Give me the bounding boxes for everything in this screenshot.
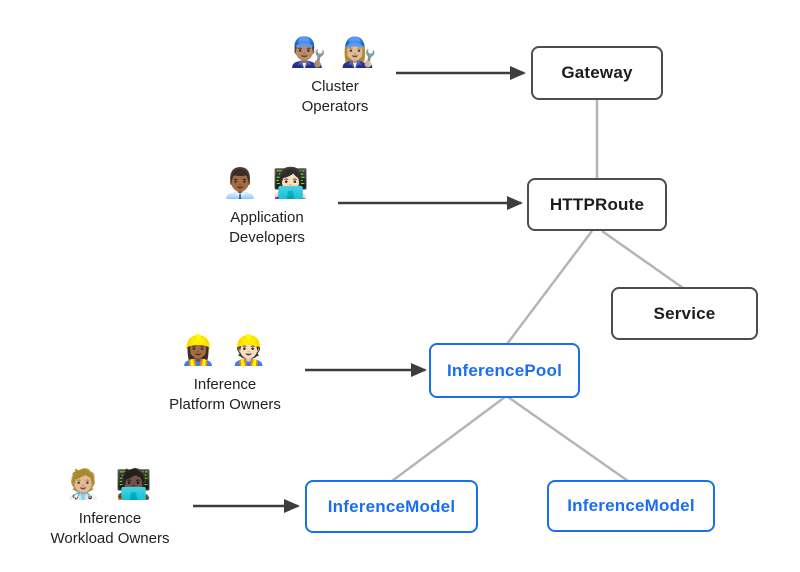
node-inferencepool-label: InferencePool [446, 360, 563, 380]
node-httproute-label: HTTPRoute [549, 194, 645, 214]
actor-application-developers: 👨🏾‍💼 👩🏻‍💻 Application Developers [187, 165, 347, 248]
node-inferencemodel-left: InferenceModel [305, 480, 478, 533]
node-inferencemodel-left-label: InferenceModel [327, 496, 456, 516]
edge-httproute-service [601, 229, 684, 290]
actor-inference-platform-owners: 👷🏾‍♀️ 👷🏻 Inference Platform Owners [145, 332, 305, 415]
actor-cluster-operators: 👨🏽‍🔧 👩🏼‍🔧 Cluster Operators [255, 34, 415, 117]
cluster-operators-label: Cluster Operators [301, 78, 369, 115]
edge-inferencepool-inferencemodel-left [391, 395, 506, 483]
edge-inferencepool-inferencemodel-right [507, 395, 629, 483]
inference-workload-owners-emoji: 🧑🏼‍⚕️ 🧑🏿‍💻 [65, 469, 155, 501]
inference-platform-owners-emoji: 👷🏾‍♀️ 👷🏻 [180, 335, 270, 367]
application-developers-emoji: 👨🏾‍💼 👩🏻‍💻 [222, 168, 312, 200]
inference-platform-owners-label: Inference Platform Owners [169, 376, 281, 413]
node-service: Service [611, 287, 758, 340]
node-service-label: Service [653, 303, 716, 323]
node-httproute: HTTPRoute [527, 178, 667, 231]
application-developers-label: Application Developers [229, 209, 305, 246]
node-inferencemodel-right-label: InferenceModel [567, 496, 695, 515]
inference-workload-owners-label: Inference Workload Owners [50, 510, 170, 547]
node-inferencemodel-right: InferenceModel [547, 480, 715, 532]
node-gateway-label: Gateway [561, 63, 633, 82]
node-gateway: Gateway [531, 46, 663, 100]
actor-inference-workload-owners: 🧑🏼‍⚕️ 🧑🏿‍💻 Inference Workload Owners [30, 466, 190, 549]
edge-httproute-inferencepool [506, 230, 593, 345]
node-inferencepool: InferencePool [429, 343, 580, 398]
cluster-operators-emoji: 👨🏽‍🔧 👩🏼‍🔧 [290, 37, 380, 69]
